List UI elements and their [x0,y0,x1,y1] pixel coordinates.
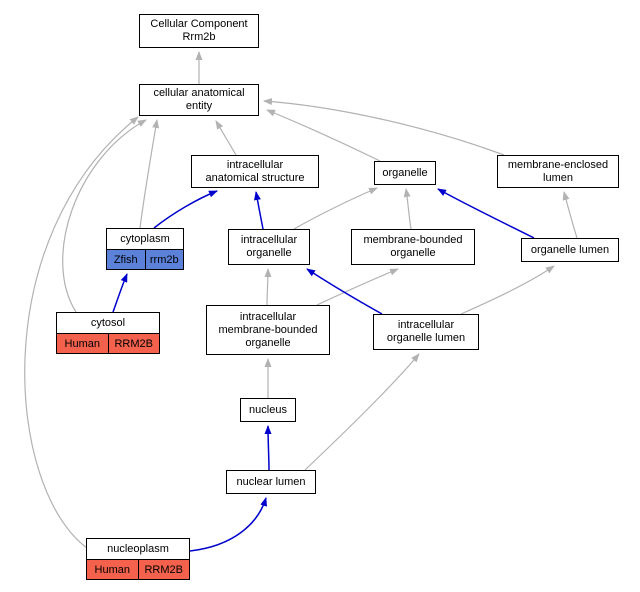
term-label-line: organelle [246,247,292,259]
zfish-gene-tag[interactable]: rrm2b [144,250,183,269]
human-gene-tag[interactable]: RRM2B [107,334,159,353]
term-label: organelle lumen [522,239,618,261]
edge-intracellular-anatomical-structure-to-cellular-anatomical-entity [215,120,237,156]
term-label-line: entity [185,100,213,112]
term-label: cytoplasm [107,229,183,250]
term-label-line: organelle lumen [386,332,466,344]
term-label-line: membrane-enclosed [507,158,609,171]
term-label-line: nucleoplasm [107,542,169,555]
edge-organelle-lumen-to-organelle [437,188,535,239]
human-species-tag[interactable]: Human [87,560,138,579]
edge-intracellular-organelle-to-intracellular-anatomical-structure [253,191,264,230]
term-label-line: nuclear lumen [236,475,306,488]
term-label-line: intracellular [239,310,297,323]
edge-nuclear-lumen-to-intracellular-organelle-lumen [304,353,420,471]
term-label: nucleus [241,399,295,421]
human-gene-tag[interactable]: RRM2B [137,560,189,579]
term-label-line: lumen [543,171,573,184]
edge-nuclear-lumen-to-nucleus [264,425,272,471]
zfish-species-tag[interactable]: Zfish [107,250,145,269]
term-label-line: organelle [382,166,428,179]
edge-intracellular-membrane-bounded-organelle-to-membrane-bounded-organelle [316,268,399,306]
term-label-line: anatomical structure [205,171,305,184]
edge-nucleoplasm-to-nuclear-lumen [189,497,267,552]
edge-organelle-lumen-to-membrane-enclosed-lumen [562,191,578,239]
term-label-line: intracellular [397,319,455,331]
term-label-line: intracellular [240,234,298,246]
edge-nucleoplasm-to-cellular-anatomical-entity [24,116,139,549]
term-label-line: intracellular [226,158,284,171]
term-label: nucleoplasm [87,539,189,560]
node-organelle[interactable]: organelle [374,161,436,185]
edge-intracellular-organelle-lumen-to-intracellular-organelle [306,268,383,315]
term-label: cytosol [57,313,159,334]
term-label: nuclear lumen [227,471,315,493]
term-label-line: Cellular Component [150,18,248,30]
human-species-tag[interactable]: Human [57,334,108,353]
edge-cytosol-to-cellular-anatomical-entity [62,119,147,313]
edge-intracellular-organelle-lumen-to-organelle-lumen [460,265,555,315]
term-label-line: membrane-bounded [363,234,463,246]
edge-membrane-bounded-organelle-to-organelle [403,188,412,230]
term-label-line: cytoplasm [120,232,170,245]
node-nucleus[interactable]: nucleus [240,398,296,422]
edge-organelle-to-cellular-anatomical-entity [266,109,381,162]
term-label-line: nucleus [249,403,287,416]
edge-cytoplasm-to-cellular-anatomical-entity [139,119,160,229]
node-organelle-lumen[interactable]: organelle lumen [521,238,619,262]
edge-cytosol-to-cytoplasm [112,273,128,313]
node-nuclear-lumen[interactable]: nuclear lumen [226,470,316,494]
term-label: organelle [375,162,435,184]
term-label-line: organelle lumen [530,243,610,256]
term-label-line: cellular anatomical [153,87,245,99]
term-label-line: organelle [245,336,291,349]
term-label-line: membrane-bounded [218,323,318,336]
term-label-line: organelle [390,247,436,259]
edge-cytoplasm-to-intracellular-anatomical-structure [153,190,218,229]
edge-intracellular-membrane-bounded-organelle-to-intracellular-organelle [264,268,272,306]
edge-membrane-enclosed-lumen-to-cellular-anatomical-entity [263,98,505,156]
term-label-line: cytosol [90,316,126,329]
term-label-line: Rrm2b [182,31,216,43]
edge-intracellular-organelle-to-organelle [293,187,378,230]
